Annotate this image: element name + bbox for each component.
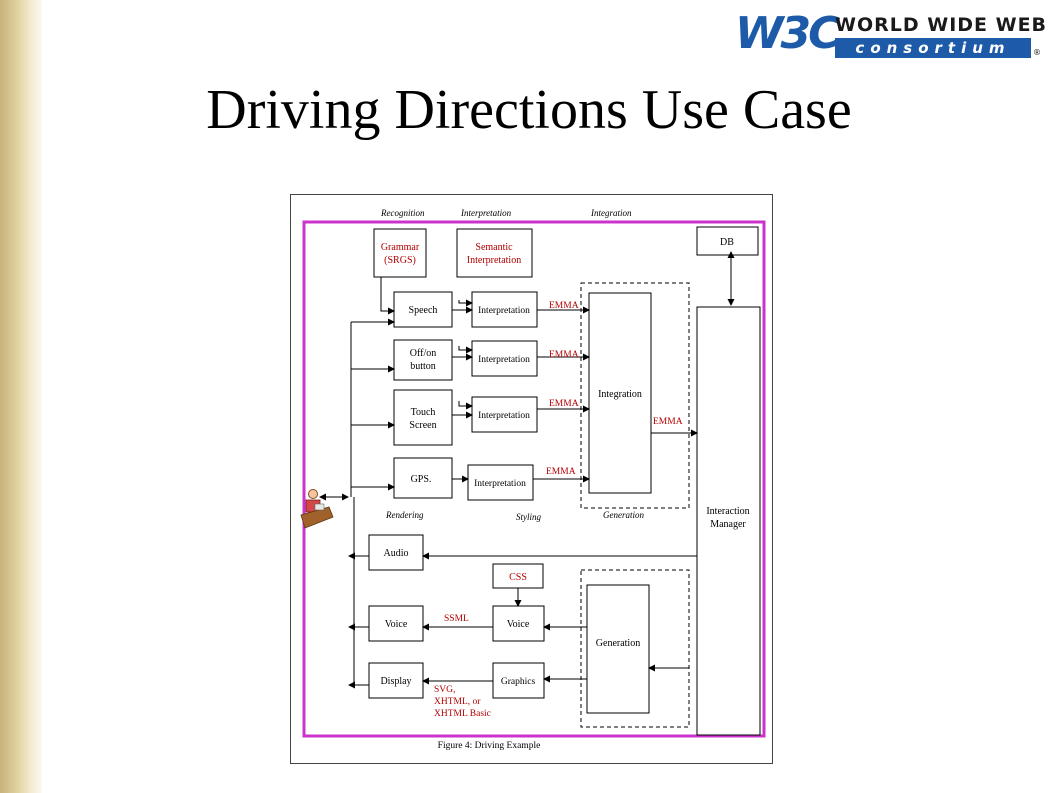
audio-box	[368, 534, 424, 571]
label-generation: Generation	[603, 510, 644, 520]
generation-dashed-region	[580, 569, 690, 728]
logo-line-2: consortium	[835, 38, 1031, 58]
grammar-label-2: (SRGS)	[384, 255, 416, 266]
audio-label: Audio	[384, 548, 409, 559]
user-icon	[300, 489, 334, 529]
interaction-manager-box	[696, 306, 761, 736]
touch-label-2: Screen	[409, 420, 436, 431]
display-label: Display	[380, 676, 411, 687]
offon-aux-arrow	[458, 346, 473, 354]
interpretation-label-3: Interpretation	[478, 411, 530, 421]
emma-label-1: EMMA	[549, 301, 579, 311]
label-rendering: Rendering	[385, 510, 424, 520]
speech-label: Speech	[409, 305, 438, 316]
label-recognition: Recognition	[380, 208, 425, 218]
db-label: DB	[720, 237, 734, 248]
interpretation-label-1: Interpretation	[478, 306, 530, 316]
w3c-mark: W3C	[735, 8, 840, 59]
emma-label-out: EMMA	[653, 417, 683, 427]
semantic-interpretation-box	[456, 228, 533, 278]
emma-label-2: EMMA	[549, 350, 579, 360]
label-integration: Integration	[590, 208, 632, 218]
grammar-box	[373, 228, 427, 278]
gps-label: GPS.	[411, 474, 432, 485]
semantic-label-2: Interpretation	[467, 255, 521, 266]
css-box	[492, 563, 544, 589]
im-label-2: Manager	[710, 519, 746, 530]
integration-label: Integration	[598, 389, 642, 400]
grammar-label-1: Grammar	[381, 242, 420, 253]
voice-styling-box	[492, 605, 545, 642]
logo-line-1: WORLD WIDE WEB	[835, 14, 1048, 36]
emma-label-3: EMMA	[549, 399, 579, 409]
emma-label-4: EMMA	[546, 467, 576, 477]
system-frame	[302, 220, 766, 738]
voice-output-label: Voice	[385, 619, 408, 630]
interpretation-box-1	[471, 291, 538, 328]
speech-box	[393, 291, 453, 328]
display-box	[368, 662, 424, 699]
integration-box	[588, 292, 652, 494]
semantic-label-1: Semantic	[475, 242, 513, 253]
db-box	[696, 226, 759, 256]
label-styling: Styling	[516, 512, 541, 522]
voice-styling-label: Voice	[507, 619, 530, 630]
slide-title: Driving Directions Use Case	[206, 79, 852, 141]
offon-label-1: Off/on	[410, 348, 436, 359]
graphics-label: Graphics	[501, 677, 536, 687]
architecture-diagram: Recognition Interpretation Integration R…	[300, 208, 766, 751]
interpretation-label-2: Interpretation	[478, 355, 530, 365]
w3c-logo: W3C WORLD WIDE WEB consortium ®	[735, 8, 1046, 60]
gps-box	[393, 457, 453, 499]
figure-caption: Figure 4: Driving Example	[438, 741, 541, 751]
ssml-label: SSML	[444, 614, 469, 624]
logo-registered: ®	[1033, 48, 1041, 57]
left-decorative-band	[0, 0, 42, 793]
css-label: CSS	[509, 572, 527, 583]
speech-aux-arrow	[458, 299, 473, 307]
offon-label-2: button	[410, 361, 436, 372]
interpretation-label-4: Interpretation	[474, 479, 526, 489]
generation-label: Generation	[596, 638, 640, 649]
label-interpretation: Interpretation	[460, 208, 512, 218]
im-label-1: Interaction	[706, 506, 749, 517]
interpretation-box-4	[467, 464, 534, 501]
touch-aux-arrow	[458, 401, 473, 410]
architecture-figure: Recognition Interpretation Integration R…	[290, 194, 773, 764]
offon-button-box	[393, 339, 453, 381]
integration-dashed-region	[580, 282, 690, 509]
generation-box	[586, 584, 650, 714]
touch-screen-box	[393, 389, 453, 446]
touch-label-1: Touch	[411, 407, 436, 418]
grammar-to-speech-arrow	[380, 277, 395, 315]
interpretation-box-3	[471, 396, 538, 433]
